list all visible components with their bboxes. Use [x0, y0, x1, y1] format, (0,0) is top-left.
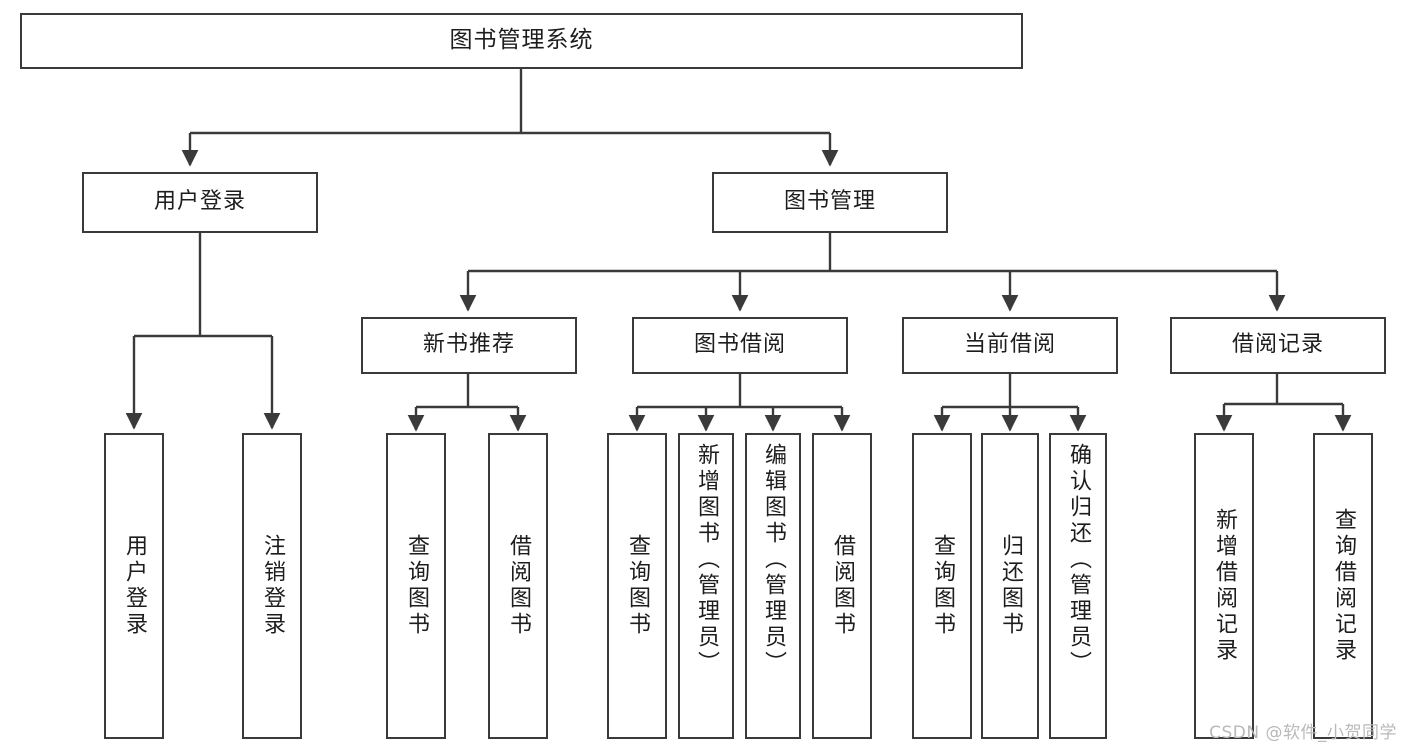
leaf-query-book-1[interactable]: 查询图书 — [386, 433, 446, 739]
leaf-edit-book[interactable]: 编辑图书（管理员） — [745, 433, 801, 739]
leaf-user-login[interactable]: 用户登录 — [104, 433, 164, 739]
leaf-query-book-2-label: 查询图书 — [625, 534, 650, 638]
csdn-watermark: CSDN @软件_小贺同学 — [1209, 723, 1397, 743]
leaf-query-borrow-record-label: 查询借阅记录 — [1331, 508, 1356, 664]
node-borrow-record[interactable]: 借阅记录 — [1170, 317, 1386, 374]
leaf-logout[interactable]: 注销登录 — [242, 433, 302, 739]
leaf-borrow-book-2[interactable]: 借阅图书 — [812, 433, 872, 739]
leaf-query-book-2[interactable]: 查询图书 — [607, 433, 667, 739]
leaf-confirm-return-label: 确认归还（管理员） — [1066, 443, 1091, 677]
leaf-add-borrow-record[interactable]: 新增借阅记录 — [1194, 433, 1254, 739]
leaf-add-book[interactable]: 新增图书（管理员） — [678, 433, 734, 739]
leaf-query-book-3-label: 查询图书 — [930, 534, 955, 638]
leaf-add-book-label: 新增图书（管理员） — [694, 443, 719, 677]
leaf-query-book-1-label: 查询图书 — [404, 534, 429, 638]
leaf-query-borrow-record[interactable]: 查询借阅记录 — [1313, 433, 1373, 739]
leaf-logout-label: 注销登录 — [260, 534, 285, 638]
node-user-login[interactable]: 用户登录 — [82, 172, 318, 233]
leaf-confirm-return[interactable]: 确认归还（管理员） — [1049, 433, 1107, 739]
node-current-borrow[interactable]: 当前借阅 — [902, 317, 1118, 374]
leaf-borrow-book-1[interactable]: 借阅图书 — [488, 433, 548, 739]
node-book-management-label: 图书管理 — [783, 189, 876, 215]
leaf-return-book-label: 归还图书 — [998, 534, 1023, 638]
leaf-borrow-book-1-label: 借阅图书 — [506, 534, 531, 638]
leaf-add-borrow-record-label: 新增借阅记录 — [1212, 508, 1237, 664]
node-root[interactable]: 图书管理系统 — [20, 13, 1023, 69]
leaf-user-login-label: 用户登录 — [122, 534, 147, 638]
node-new-book-recommend-label: 新书推荐 — [422, 332, 515, 358]
node-current-borrow-label: 当前借阅 — [963, 332, 1056, 358]
node-book-borrow[interactable]: 图书借阅 — [632, 317, 848, 374]
leaf-query-book-3[interactable]: 查询图书 — [912, 433, 972, 739]
leaf-return-book[interactable]: 归还图书 — [981, 433, 1039, 739]
node-book-management[interactable]: 图书管理 — [712, 172, 948, 233]
node-borrow-record-label: 借阅记录 — [1231, 332, 1324, 358]
leaf-borrow-book-2-label: 借阅图书 — [830, 534, 855, 638]
node-new-book-recommend[interactable]: 新书推荐 — [361, 317, 577, 374]
leaf-edit-book-label: 编辑图书（管理员） — [761, 443, 786, 677]
node-book-borrow-label: 图书借阅 — [693, 332, 786, 358]
node-user-login-label: 用户登录 — [153, 189, 246, 215]
node-root-label: 图书管理系统 — [449, 27, 594, 54]
